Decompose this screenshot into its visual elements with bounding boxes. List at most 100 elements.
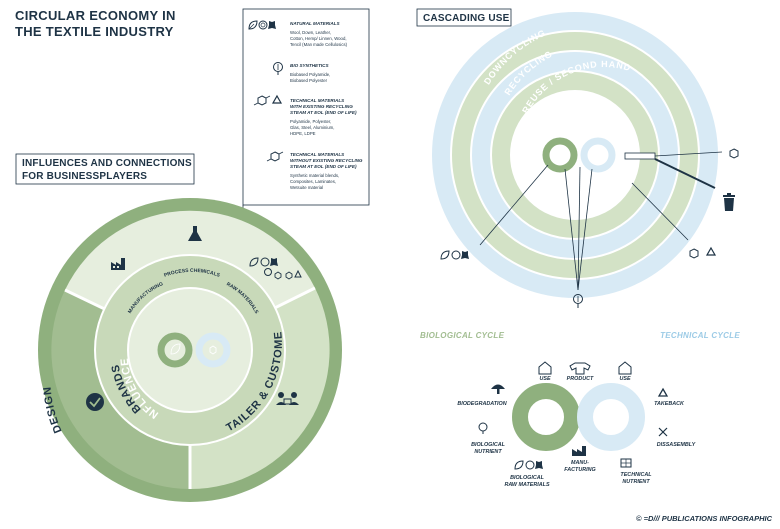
sprout-bulb-icon bbox=[273, 62, 283, 75]
biological-loop bbox=[512, 383, 580, 451]
mushroom-icon bbox=[491, 384, 505, 394]
factory-icon bbox=[111, 258, 125, 270]
biological-raw-materials-label: RAW MATERIALS bbox=[504, 482, 550, 488]
legend-heading: NATURAL MATERIALS bbox=[290, 21, 340, 26]
molecule-icon bbox=[274, 271, 282, 280]
customers-icon bbox=[276, 392, 299, 405]
biodegradation-label: BIODEGRADATION bbox=[457, 401, 506, 407]
legend-heading: STEAM AT EOL (END OF LIFE) bbox=[290, 164, 357, 169]
fiber-icon bbox=[525, 460, 535, 470]
legend-text: Biobased Polyester bbox=[290, 78, 328, 83]
legend-text: Synthetic material blends, bbox=[290, 173, 339, 178]
sprout-bulb-icon bbox=[573, 294, 583, 308]
biological-nutrient-label: BIOLOGICAL bbox=[471, 442, 505, 448]
legend-heading: WITH EXISTING RECYCLING bbox=[290, 104, 353, 109]
molecule-icon bbox=[594, 150, 602, 160]
cascading-title-box bbox=[416, 8, 512, 27]
factory-icon bbox=[572, 446, 586, 456]
legend-bio-synthetics: BIO SYNTHETICS Biobased Polyamide, Bioba… bbox=[273, 62, 330, 83]
legend-heading: WITHOUT EXISTING RECYCLING bbox=[290, 158, 363, 163]
leaf-icon bbox=[440, 250, 450, 260]
bio-loop-small bbox=[157, 332, 193, 368]
biological-cycle-title: BIOLOGICAL CYCLE bbox=[420, 331, 505, 340]
trash-bin-icon bbox=[723, 193, 735, 211]
biological-nutrient-label: NUTRIENT bbox=[474, 449, 502, 455]
legend-text: Wool, Down, Leather, bbox=[290, 30, 331, 35]
legend-heading: STEAM AT EOL (END OF LIFE) bbox=[290, 110, 357, 115]
legend-heading: TECHNICAL MATERIALS bbox=[290, 98, 345, 103]
influences-title-line-1: INFLUENCES AND CONNECTIONS bbox=[22, 158, 192, 169]
recycle-icon bbox=[271, 94, 283, 104]
biological-raw-materials-label: BIOLOGICAL bbox=[510, 475, 544, 481]
technical-nutrient-label: TECHNICAL bbox=[620, 472, 651, 478]
sprout-bulb-icon bbox=[264, 268, 272, 276]
legend-text: Cotton, Hemp/ Linnen, Wood, bbox=[290, 36, 347, 41]
leaf-icon bbox=[540, 409, 553, 423]
recycle-icon bbox=[657, 387, 669, 397]
leaf-icon bbox=[170, 343, 181, 355]
molecule-icon bbox=[729, 148, 739, 159]
tech-loop-small bbox=[195, 332, 231, 368]
legend-technical-with-recycling: TECHNICAL MATERIALS WITH EXISTING RECYCL… bbox=[253, 94, 357, 136]
legend-heading: TECHNICAL MATERIALS bbox=[290, 152, 345, 157]
manufacturing-label: MANU- bbox=[571, 460, 589, 466]
technical-loop bbox=[577, 383, 645, 451]
legend-text: Wetsuite material bbox=[290, 185, 323, 190]
leaf-icon bbox=[514, 460, 524, 470]
leather-icon bbox=[268, 21, 276, 29]
molecule-icon bbox=[689, 248, 699, 259]
natural-materials-icons bbox=[249, 257, 302, 280]
legend-heading: BIO SYNTHETICS bbox=[290, 63, 329, 68]
house-icon bbox=[618, 361, 632, 375]
tech-loop-cascade bbox=[580, 137, 616, 173]
process-chemicals-label: PROCESS CHEMICALS bbox=[163, 268, 221, 279]
technical-nutrient-label: NUTRIENT bbox=[622, 479, 650, 485]
recycle-icon bbox=[294, 269, 302, 278]
molecule-icon bbox=[209, 345, 217, 355]
legend-text: HDPE, LDPE bbox=[290, 131, 316, 136]
flask-icon bbox=[188, 226, 202, 241]
dissasembly-icon bbox=[658, 427, 668, 437]
fiber-icon bbox=[258, 20, 268, 30]
legend-text: Biobased Polyamide, bbox=[290, 72, 330, 77]
page-title-line-2: THE TEXTILE INDUSTRY bbox=[15, 24, 174, 39]
fiber-icon bbox=[260, 257, 270, 267]
technical-materials-icons bbox=[689, 246, 717, 259]
cascade-connectors bbox=[479, 151, 723, 291]
page-title-line-1: CIRCULAR ECONOMY IN bbox=[15, 8, 176, 23]
design-badge-icon bbox=[86, 393, 104, 411]
legend-text: Polyamide, Polyester, bbox=[290, 119, 331, 124]
leaf-icon bbox=[555, 148, 566, 160]
molecule-icon bbox=[253, 95, 271, 106]
downcycling-ring bbox=[432, 12, 718, 298]
natural-materials-icons bbox=[514, 460, 543, 470]
cascading-use-diagram: CASCADING USE DOWNCYCLING RECYCLING REUS… bbox=[416, 8, 739, 308]
fabric-icon bbox=[620, 458, 632, 468]
technical-cycle-title: TECHNICAL CYCLE bbox=[660, 331, 740, 340]
fiber-icon bbox=[451, 250, 461, 260]
product-label: PRODUCT bbox=[567, 376, 594, 382]
basket-icon bbox=[283, 398, 292, 405]
legend-text: Composites, Laminates, bbox=[290, 179, 336, 184]
recycle-icon bbox=[705, 246, 717, 256]
cycles-diagram: BIOLOGICAL CYCLE TECHNICAL CYCLE bbox=[420, 331, 740, 488]
influences-box: INFLUENCES AND CONNECTIONS FOR BUSINESSP… bbox=[15, 153, 195, 185]
cascading-title: CASCADING USE bbox=[423, 13, 510, 24]
bio-loop-cascade bbox=[542, 137, 578, 173]
copyright-footer: © =D/// PUBLICATIONS INFOGRAPHIC bbox=[636, 514, 773, 523]
influences-title-line-2: FOR BUSINESSPLAYERS bbox=[22, 171, 147, 182]
legend-natural-materials: NATURAL MATERIALS Wool, Down, Leather, C… bbox=[248, 20, 348, 47]
leather-icon bbox=[535, 461, 543, 469]
leaf-icon bbox=[249, 257, 259, 267]
molecule-icon bbox=[606, 411, 616, 422]
use-label-right: USE bbox=[619, 376, 630, 382]
legend-frame bbox=[242, 8, 370, 206]
material-legend: NATURAL MATERIALS Wool, Down, Leather, C… bbox=[242, 8, 370, 238]
legend-text: Tencil (Man made Cellulosics) bbox=[290, 42, 348, 47]
sprout-bulb-icon bbox=[478, 422, 488, 434]
manufacturing-label: FACTURING bbox=[564, 467, 596, 473]
takeback-label: TAKEBACK bbox=[654, 401, 685, 407]
legend-technical-without-recycling: TECHNICAL MATERIALS WITHOUT EXISTING REC… bbox=[266, 151, 363, 190]
use-label-left: USE bbox=[539, 376, 550, 382]
